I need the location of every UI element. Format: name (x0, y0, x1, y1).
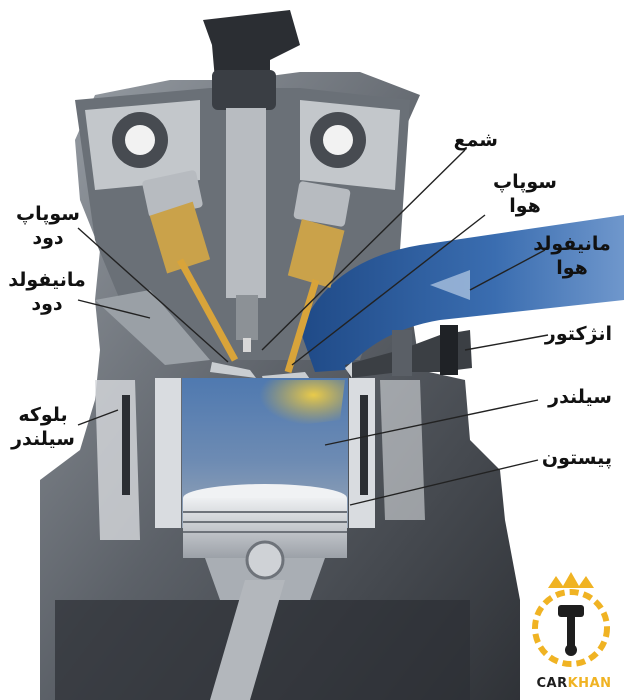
brand-part-khan: KHAN (567, 676, 612, 691)
label-injector: انژکتور (544, 323, 612, 345)
label-exhaust-valve-line1: سوپاپ (16, 203, 80, 225)
label-cylinder-block: بلوکه سیلندر (2, 403, 84, 451)
gear-icon (532, 589, 610, 667)
label-intake-valve: سوپاپ هوا (480, 170, 570, 218)
label-exhaust-valve: سوپاپ دود (8, 202, 88, 250)
label-spark-plug: شمع (453, 129, 498, 151)
leader-cylinder-block (77, 409, 119, 426)
piston (183, 484, 347, 700)
connecting-rod (210, 580, 285, 700)
leader-intake-manifold (469, 249, 546, 291)
carkhan-logo (532, 572, 610, 667)
exhaust-valve (142, 170, 256, 378)
leader-exhaust-manifold (77, 299, 151, 319)
label-cylinder-block-line1: بلوکه (18, 404, 68, 426)
spark-plug (203, 10, 300, 352)
label-intake-manifold-line2: هوا (556, 257, 588, 279)
fuel-spray (255, 380, 345, 430)
carkhan-brand-text: CARKHAN (524, 676, 624, 691)
crown-icon (548, 572, 594, 588)
intake-manifold (300, 215, 624, 372)
exhaust-manifold (95, 290, 210, 365)
label-exhaust-manifold-line2: دود (31, 293, 63, 315)
piston-icon (558, 605, 584, 617)
label-intake-valve-line1: سوپاپ (493, 171, 557, 193)
brand-part-car: CAR (536, 676, 568, 691)
leader-exhaust-valve (77, 227, 229, 363)
leader-lines (77, 149, 549, 506)
label-exhaust-manifold: مانیفولد دود (0, 268, 94, 316)
label-cylinder: سیلندر (548, 386, 612, 408)
leader-intake-valve (291, 214, 486, 366)
leader-piston (349, 459, 539, 506)
label-exhaust-valve-line2: دود (32, 227, 64, 249)
label-cylinder-block-line2: سیلندر (11, 428, 75, 450)
label-exhaust-manifold-line1: مانیفولد (8, 269, 86, 291)
intake-camshaft (310, 112, 366, 168)
label-intake-valve-line2: هوا (509, 195, 541, 217)
label-intake-manifold: مانیفولد هوا (520, 232, 624, 280)
airflow-arrow-icon (430, 270, 470, 300)
leader-injector (464, 334, 549, 351)
label-piston: پیستون (541, 447, 612, 469)
leader-cylinder (324, 399, 539, 446)
label-intake-manifold-line1: مانیفولد (533, 233, 611, 255)
exhaust-camshaft (112, 112, 168, 168)
leader-spark-plug (261, 149, 466, 351)
fuel-injector (345, 325, 472, 378)
